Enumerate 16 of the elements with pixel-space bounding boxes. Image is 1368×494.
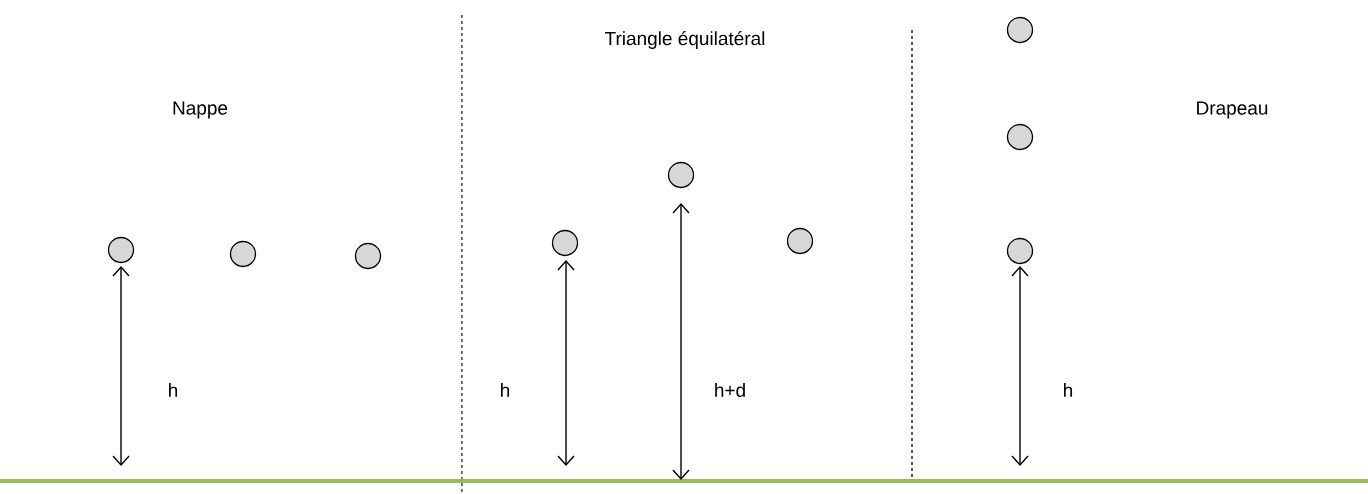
ball xyxy=(551,229,579,257)
ball xyxy=(1006,237,1034,265)
label: Nappe xyxy=(173,101,228,119)
ball xyxy=(354,242,382,270)
label: h xyxy=(1064,383,1073,397)
ball xyxy=(1006,16,1034,44)
ball xyxy=(229,240,257,268)
ball xyxy=(667,161,695,189)
label: h xyxy=(501,383,510,397)
ball xyxy=(1006,123,1034,151)
label: Drapeau xyxy=(1197,101,1268,119)
ball xyxy=(107,236,135,264)
ball xyxy=(786,227,814,255)
label: Triangle équilatéral xyxy=(605,31,765,49)
label: h+d xyxy=(715,383,745,397)
label: h xyxy=(169,383,178,397)
